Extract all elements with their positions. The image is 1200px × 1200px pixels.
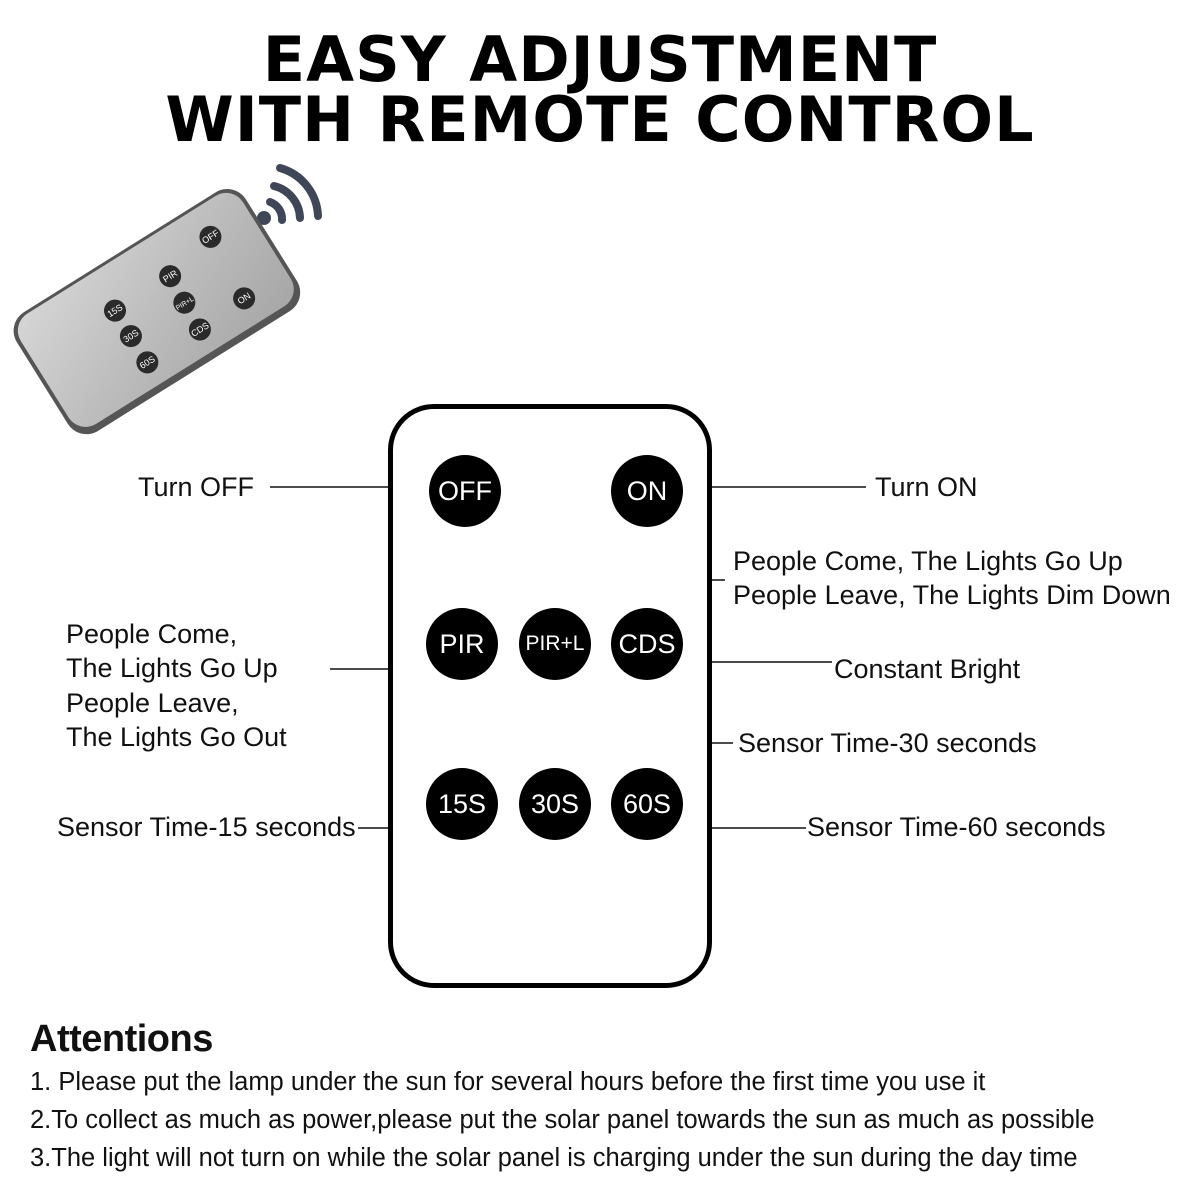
mini-button [188, 318, 211, 341]
60s-button[interactable]: 60S [611, 768, 683, 840]
cds-button[interactable]: CDS [611, 608, 683, 680]
mini-button [136, 351, 159, 374]
attention-item-2: 2.To collect as much as power,please put… [30, 1106, 1095, 1134]
attention-item-3: 3.The light will not turn on while the s… [30, 1144, 1078, 1172]
cds-button-label: CDS [618, 628, 676, 659]
off-button[interactable]: OFF [429, 455, 501, 527]
pir-button-label: PIR [439, 628, 485, 659]
label-pir-line-3: People Leave, [66, 688, 239, 718]
mini-button [104, 299, 127, 322]
mini-button [173, 291, 196, 314]
30s-button[interactable]: 30S [519, 768, 591, 840]
mini-button [159, 265, 182, 288]
15s-button[interactable]: 15S [426, 768, 498, 840]
label-pir-l-line-2: People Leave, The Lights Dim Down [733, 580, 1171, 610]
15s-button-label: 15S [437, 788, 487, 819]
pir-l-button-label: PIR+L [525, 632, 585, 655]
label-pir-l-line-1: People Come, The Lights Go Up [733, 546, 1123, 576]
label-60s: Sensor Time-60 seconds [807, 812, 1106, 842]
wireless-signal-icon [257, 164, 322, 225]
label-turn-off: Turn OFF [138, 472, 255, 502]
mini-button [233, 287, 256, 310]
label-pir-line-4: The Lights Go Out [66, 722, 287, 752]
on-button[interactable]: ON [611, 455, 683, 527]
label-pir-line-2: The Lights Go Up [66, 653, 278, 683]
30s-button-label: 30S [530, 788, 580, 819]
label-turn-on: Turn ON [875, 472, 978, 502]
headline-line-2: WITH REMOTE CONTROL [165, 83, 1035, 156]
label-30s: Sensor Time-30 seconds [738, 728, 1037, 758]
remote-diagram: OFF ON PIR PIR+L CDS 15S 30S 60S [388, 404, 712, 988]
label-pir-line-1: People Come, [66, 619, 238, 649]
attentions-title: Attentions [30, 1018, 213, 1060]
headline-line-1: EASY ADJUSTMENT [262, 23, 938, 96]
mini-button [119, 325, 142, 348]
attention-item-1: 1. Please put the lamp under the sun for… [30, 1068, 986, 1096]
pir-button[interactable]: PIR [426, 608, 498, 680]
off-button-label: OFF [438, 475, 492, 506]
label-cds: Constant Bright [834, 654, 1021, 684]
label-15s: Sensor Time-15 seconds [57, 812, 356, 842]
mini-button [199, 225, 222, 248]
on-button-label: ON [626, 475, 668, 506]
60s-button-label: 60S [622, 788, 672, 819]
pir-l-button[interactable]: PIR+L [519, 608, 591, 680]
remote-photo: OFF PIR ON PIR+L 15S CDS 30S 60S [13, 164, 322, 435]
